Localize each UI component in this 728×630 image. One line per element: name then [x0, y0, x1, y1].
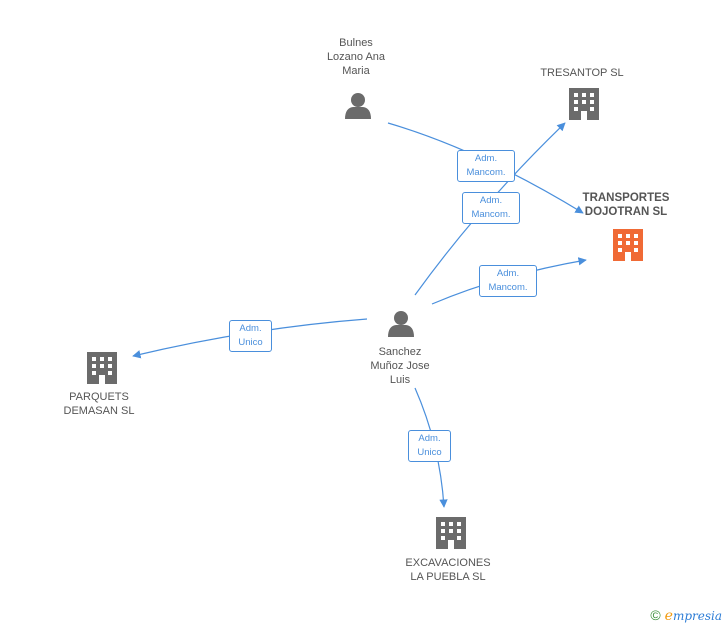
label-line: DOJOTRAN SL [584, 206, 668, 218]
label-line: EXCAVACIONES [405, 557, 491, 569]
label-line: PARQUETS [69, 391, 129, 403]
edge-label-line: Mancom. [488, 282, 528, 293]
edge-label-sanchez-excavaciones[interactable]: Adm. Unico [408, 430, 451, 462]
building-icon[interactable] [87, 352, 117, 384]
person-icon[interactable] [388, 311, 414, 337]
edge-label-line: Adm. [474, 153, 498, 164]
edge-label-line: Adm. [239, 323, 262, 334]
node-label-transportes[interactable]: TRANSPORTES DOJOTRAN SL [566, 191, 686, 219]
edge-label-line: Adm. [479, 195, 503, 206]
edge-label-line: Mancom. [471, 209, 511, 220]
node-label-tresantop[interactable]: TRESANTOP SL [522, 66, 642, 80]
label-line: Lozano Ana [326, 51, 386, 63]
edge-label-line: Mancom. [466, 167, 506, 178]
node-label-sanchez[interactable]: Sanchez Muñoz Jose Luis [350, 345, 450, 387]
label-line: Luis [389, 374, 411, 386]
edge-label-line: Adm. [418, 433, 441, 444]
edge-label-sanchez-parquets[interactable]: Adm. Unico [229, 320, 272, 352]
brand-logo-initial: e [664, 608, 673, 624]
edge-label-bulnes-transportes[interactable]: Adm. Mancom. [457, 150, 515, 182]
brand-footer: ©empresia [650, 607, 722, 624]
label-line: TRESANTOP SL [540, 67, 624, 79]
label-line: LA PUEBLA SL [410, 571, 486, 583]
edge-label-line: Adm. [496, 268, 520, 279]
building-icon[interactable] [436, 517, 466, 549]
label-line: Sanchez [378, 346, 422, 358]
label-line: TRANSPORTES [582, 192, 670, 204]
label-line: Maria [342, 65, 370, 77]
brand-name: mpresia [672, 609, 722, 623]
node-label-bulnes[interactable]: Bulnes Lozano Ana Maria [306, 36, 406, 78]
copyright-symbol: © [650, 607, 661, 623]
node-label-parquets[interactable]: PARQUETS DEMASAN SL [44, 390, 154, 418]
building-icon[interactable] [569, 88, 599, 120]
label-line: DEMASAN SL [63, 405, 135, 417]
edge-label-sanchez-tresantop[interactable]: Adm. Mancom. [462, 192, 520, 224]
label-line: Muñoz Jose [370, 360, 430, 372]
edge-label-line: Unico [417, 447, 442, 458]
edge-label-line: Unico [238, 337, 263, 348]
edge-label-sanchez-transportes[interactable]: Adm. Mancom. [479, 265, 537, 297]
label-line: Bulnes [339, 37, 373, 49]
node-label-excavaciones[interactable]: EXCAVACIONES LA PUEBLA SL [393, 556, 503, 584]
person-icon[interactable] [345, 93, 371, 119]
building-icon-main[interactable] [613, 229, 643, 261]
